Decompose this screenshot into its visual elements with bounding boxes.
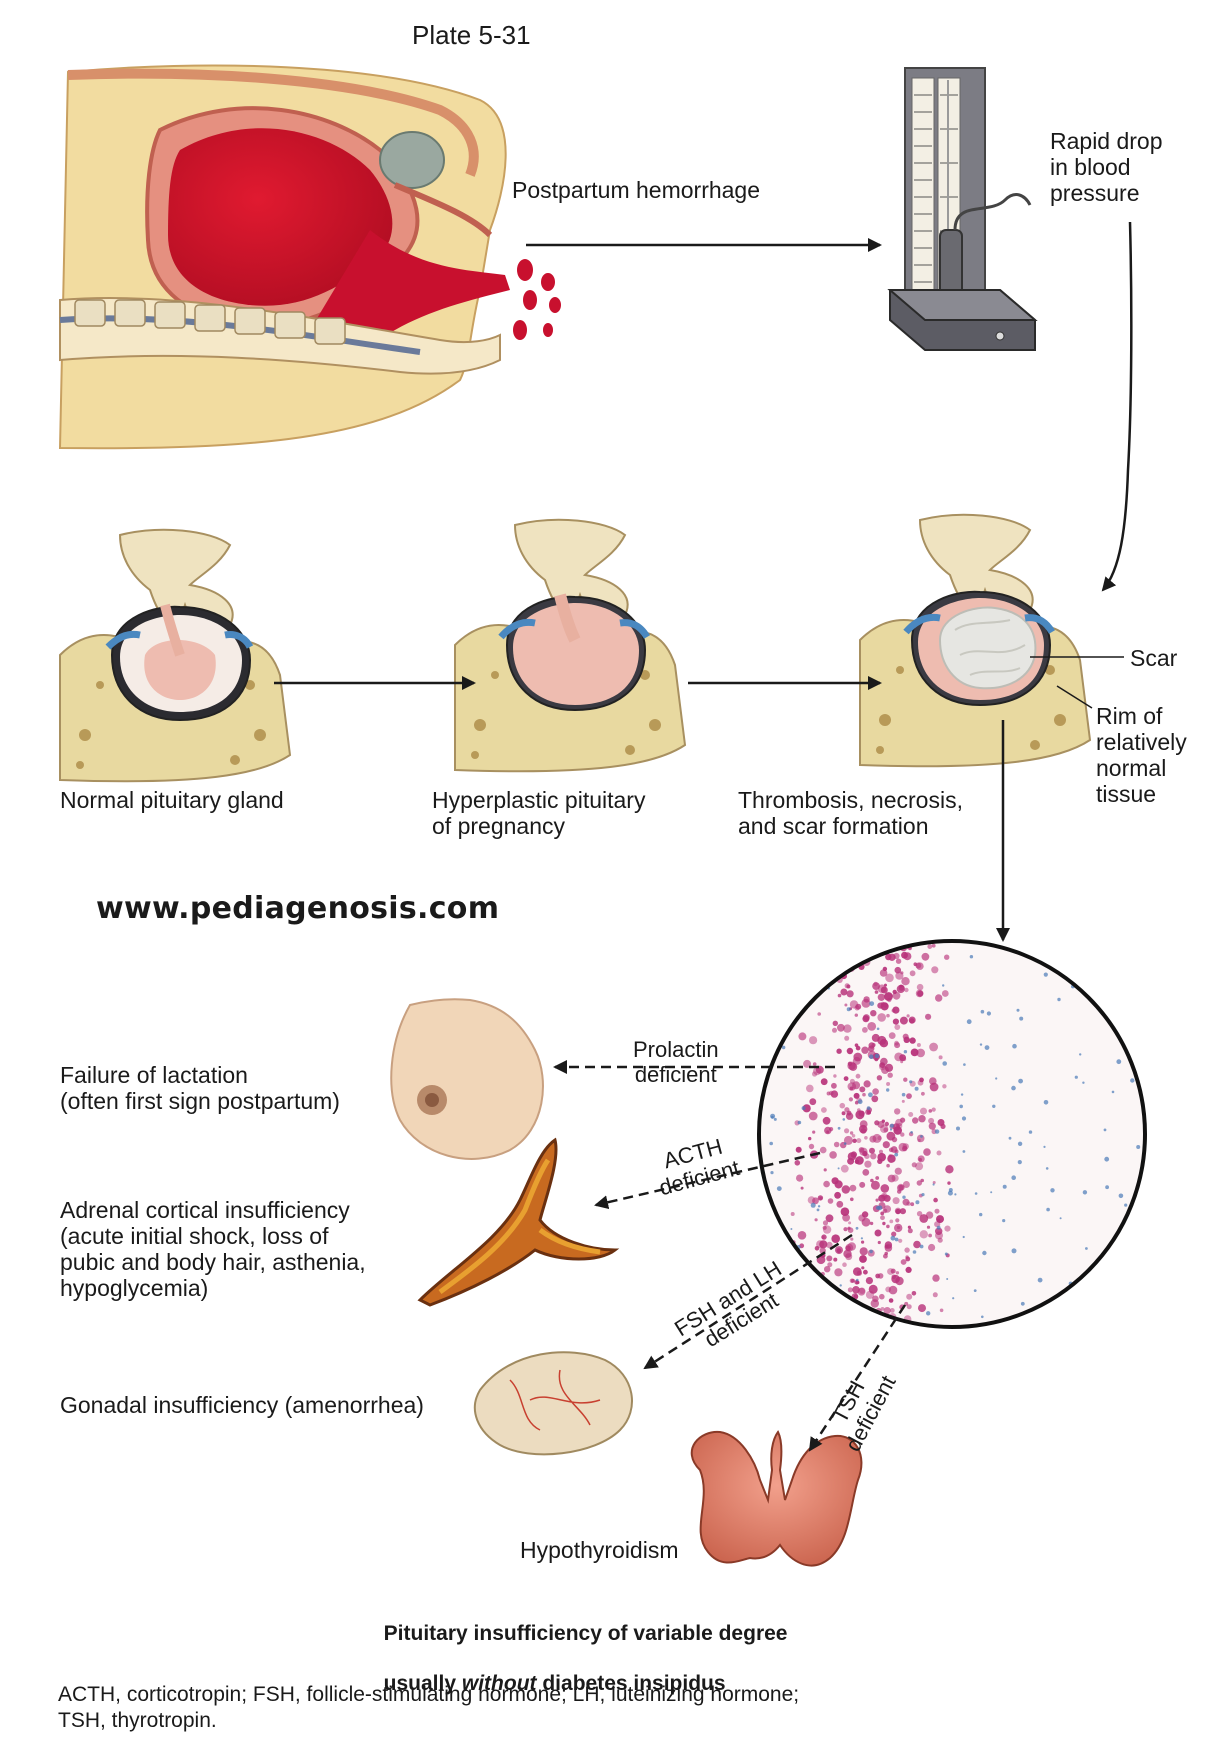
flow-arrows bbox=[274, 221, 1133, 942]
summary-caption: Pituitary insufficiency of variable degr… bbox=[372, 1596, 788, 1696]
arrow-tsh bbox=[808, 1304, 907, 1452]
summary-line-1: Pituitary insufficiency of variable degr… bbox=[383, 1622, 788, 1645]
uterus-hemorrhage-illustration bbox=[58, 64, 561, 450]
breast-illustration bbox=[390, 998, 544, 1160]
label-gonadal-insufficiency: Gonadal insufficiency (amenorrhea) bbox=[60, 1392, 424, 1418]
adrenal-gland-illustration bbox=[417, 1137, 620, 1307]
arrow-fsh-lh bbox=[643, 1233, 853, 1370]
label-normal-pituitary: Normal pituitary gland bbox=[60, 787, 284, 813]
hyperplastic-pituitary-illustration bbox=[454, 518, 687, 773]
label-adrenal-insufficiency: Adrenal cortical insufficiency (acute in… bbox=[60, 1197, 366, 1301]
label-bp-drop: Rapid drop in blood pressure bbox=[1050, 128, 1163, 206]
ovary-illustration bbox=[473, 1351, 633, 1456]
scarred-pituitary-illustration bbox=[859, 513, 1092, 768]
label-rim: Rim of relatively normal tissue bbox=[1096, 703, 1187, 807]
label-scar: Scar bbox=[1130, 645, 1178, 671]
sphygmomanometer-illustration bbox=[887, 67, 1038, 351]
label-failure-lactation: Failure of lactation (often first sign p… bbox=[60, 1062, 340, 1114]
normal-pituitary-illustration bbox=[59, 528, 292, 783]
label-hyperplastic-pituitary: Hyperplastic pituitary of pregnancy bbox=[432, 787, 646, 839]
label-prolactin-deficient: Prolactin deficient bbox=[633, 1037, 719, 1087]
label-thrombosis: Thrombosis, necrosis, and scar formation bbox=[738, 787, 963, 839]
arrow-acth bbox=[594, 1151, 821, 1210]
abbreviation-footnote: ACTH, corticotropin; FSH, follicle-stimu… bbox=[58, 1683, 800, 1732]
deficiency-arrows bbox=[553, 1060, 907, 1452]
summary-line-2-emphasis: without bbox=[461, 1672, 537, 1695]
website-watermark: www.pediagenosis.com bbox=[96, 891, 500, 926]
rim-leader-line bbox=[1056, 685, 1093, 709]
summary-line-2-pre: usually bbox=[383, 1672, 462, 1695]
arrow-bp-to-scar bbox=[1101, 221, 1133, 592]
plate-label: Plate 5-31 bbox=[412, 20, 531, 50]
summary-line-2-post: diabetes insipidus bbox=[536, 1672, 726, 1695]
thyroid-illustration bbox=[690, 1430, 863, 1567]
histology-section-illustration bbox=[757, 939, 1147, 1329]
label-hypothyroidism: Hypothyroidism bbox=[520, 1537, 679, 1563]
label-postpartum-hemorrhage: Postpartum hemorrhage bbox=[512, 177, 761, 203]
